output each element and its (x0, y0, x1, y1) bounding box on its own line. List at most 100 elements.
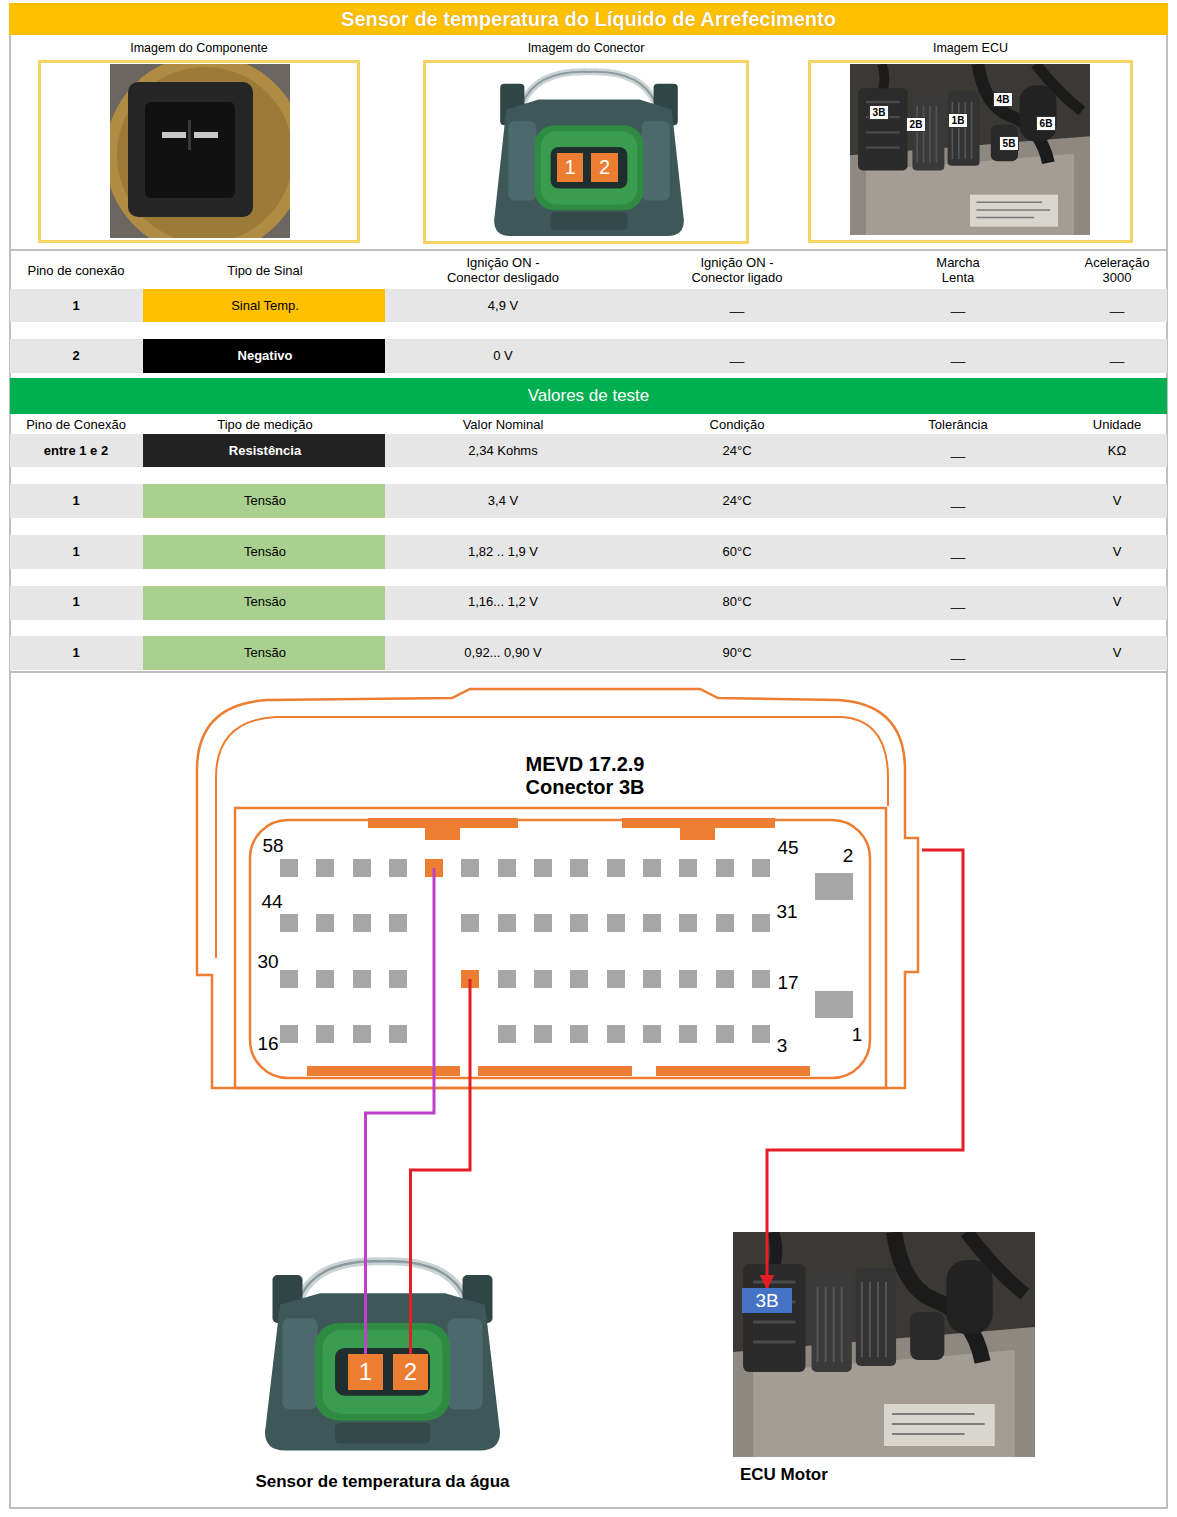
table-cell: __ (883, 349, 1033, 364)
sensor-photo: Sensor de temperatura da água12 (245, 1250, 520, 1455)
box-label: 3B (755, 1290, 778, 1312)
table-cell: Negativo (147, 349, 383, 364)
table-header: Pino de conexão (11, 264, 141, 279)
connector-pins (389, 914, 407, 932)
table-cell: __ (1067, 299, 1167, 314)
pin-number: 1 (837, 1024, 877, 1046)
connector-pins (570, 914, 588, 932)
connector-pins (716, 1025, 734, 1043)
connector-pins (280, 970, 298, 988)
connector-pins (570, 970, 588, 988)
box-label: 1 (564, 156, 575, 179)
table-cell: __ (883, 494, 1033, 509)
wire-inside-housing (433, 868, 436, 1090)
component-photo (145, 102, 235, 198)
table-cell: KΩ (1067, 444, 1167, 459)
connector-tag: 1B (948, 113, 968, 128)
connector-pins (815, 991, 853, 1018)
connector-pins (752, 970, 770, 988)
connector-housing (197, 689, 918, 1088)
connector-pins (498, 859, 516, 877)
housing-keys (680, 818, 715, 840)
connector-pins (815, 873, 853, 900)
table-cell: 24°C (637, 494, 837, 509)
table-cell: 0 V (403, 349, 603, 364)
component-photo (162, 132, 186, 138)
page-frame (10, 671, 1167, 673)
table-rows (143, 535, 385, 569)
section-band: Valores de teste (10, 378, 1167, 414)
wire (366, 1090, 435, 1354)
connector-pins (643, 1025, 661, 1043)
table-cell: 90°C (637, 646, 837, 661)
pin-number: 3 (762, 1035, 802, 1057)
table-header: Unidade (1067, 418, 1167, 433)
connector-pins (643, 970, 661, 988)
table-cell: Tensão (147, 545, 383, 560)
table-cell: __ (883, 646, 1033, 661)
image-panel: Imagem do Componente (38, 60, 360, 243)
ecu-photo (850, 64, 1090, 235)
connector-pins (353, 914, 371, 932)
connector-pins (461, 859, 479, 877)
connector-pins (280, 859, 853, 1043)
table-cell: 3,4 V (403, 494, 603, 509)
component-photo (194, 132, 218, 138)
box-label: MEVD 17.2.9 Conector 3B (510, 753, 660, 799)
table-rows (10, 289, 1167, 670)
box-label: 5B (1003, 138, 1016, 149)
table-cell: 4,9 V (403, 299, 603, 314)
table-header: Valor Nominal (403, 418, 603, 433)
connector-tag: 3B (869, 105, 889, 120)
sensor-connector-photo (245, 1250, 520, 1455)
connector-pins (498, 970, 516, 988)
pin-number: 58 (253, 835, 293, 857)
title-text: Sensor de temperatura do Líquido de Arre… (341, 8, 836, 31)
pin-number: 2 (591, 153, 618, 182)
connector-pins (316, 914, 334, 932)
table-cell: 1 (11, 299, 141, 314)
wire (767, 850, 963, 1288)
connector-pins (607, 1025, 625, 1043)
table-cell: Tensão (147, 494, 383, 509)
pin-number: 16 (248, 1033, 288, 1055)
box-label: 1B (952, 115, 965, 126)
table-cell: Resistência (147, 444, 383, 459)
pin-number: 17 (768, 972, 808, 994)
pin-number: 2 (393, 1354, 428, 1390)
table-cell: V (1067, 595, 1167, 610)
table-cell: __ (883, 595, 1033, 610)
component-photo (110, 64, 290, 238)
connector-pins (389, 970, 407, 988)
table-rows (143, 339, 385, 373)
ecu-photo: ECU Motor3B (733, 1232, 1035, 1457)
table-cell: 1,82 .. 1,9 V (403, 545, 603, 560)
connector-tag: 5B (999, 136, 1019, 151)
housing-keys (307, 818, 810, 1076)
table-cell: 1 (11, 545, 141, 560)
caption: Imagem do Conector (403, 41, 769, 55)
connector-pins (353, 970, 371, 988)
table-cell: __ (883, 545, 1033, 560)
table-header: Pino de Conexão (11, 418, 141, 433)
connector-pins (607, 970, 625, 988)
table-cell: 2,34 Kohms (403, 444, 603, 459)
connector-pins (389, 859, 407, 877)
caption: Imagem do Componente (18, 41, 380, 55)
box-label: 6B (1040, 118, 1053, 129)
table-cell: V (1067, 646, 1167, 661)
connector-pins (280, 914, 298, 932)
table-header: Aceleração 3000 (1077, 256, 1157, 286)
table-rows (10, 535, 1167, 569)
connector-pins (570, 859, 588, 877)
table-cell: __ (883, 444, 1033, 459)
box-label: 3B (873, 107, 886, 118)
pin-number: 30 (248, 951, 288, 973)
table-header: Tipo de medição (147, 418, 383, 433)
connector-pins (280, 1025, 298, 1043)
